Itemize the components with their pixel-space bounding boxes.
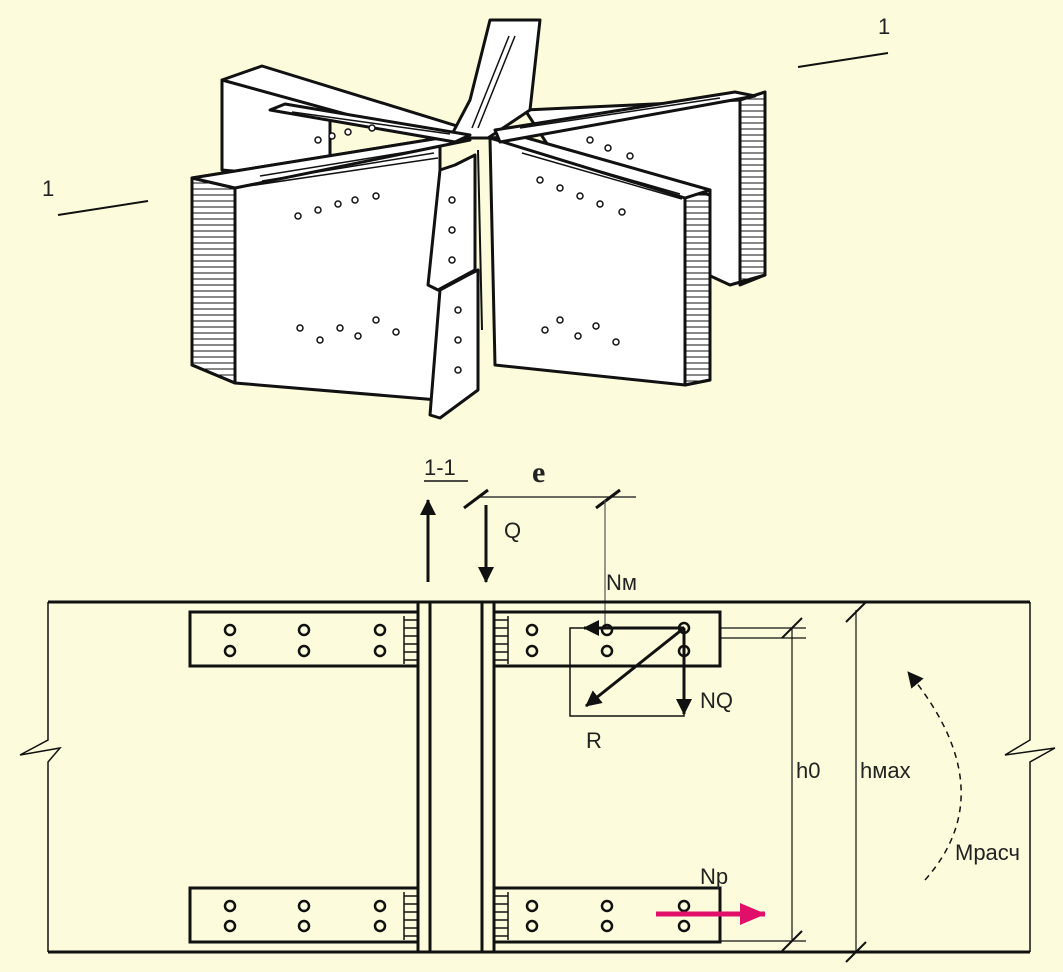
moment-force-label: Nм bbox=[606, 570, 637, 595]
max-depth-label: hмах bbox=[860, 758, 911, 783]
bolts-top-left bbox=[223, 623, 387, 658]
depth-dimensions bbox=[720, 601, 872, 963]
section-view: 1-1 Q e bbox=[19, 455, 1056, 963]
break-line-left bbox=[19, 602, 62, 952]
resultant-label: R bbox=[586, 728, 602, 753]
lower-vertical-plates bbox=[426, 149, 483, 420]
weld-top-left bbox=[403, 616, 418, 664]
cut-mark-left-label: 1 bbox=[42, 176, 54, 201]
isometric-view bbox=[190, 18, 767, 420]
effective-depth-label: h0 bbox=[796, 758, 820, 783]
front-right-beam bbox=[488, 134, 712, 387]
cut-mark-right: 1 bbox=[797, 14, 890, 68]
tension-force-label: Np bbox=[700, 864, 728, 889]
eccentricity-tick-right bbox=[595, 488, 621, 510]
cut-mark-left: 1 bbox=[42, 176, 149, 216]
back-right-flange bbox=[493, 90, 757, 144]
weld-top-right bbox=[494, 616, 509, 664]
shear-force-label: NQ bbox=[700, 688, 733, 713]
plate-bottom-left bbox=[188, 886, 420, 944]
center-column bbox=[416, 602, 496, 952]
break-line-right bbox=[1004, 602, 1056, 952]
top-vertical-plate bbox=[448, 18, 542, 140]
iso-bolt-dots bbox=[294, 124, 634, 374]
eccentricity-tick-left bbox=[463, 488, 489, 510]
bolts-top-right bbox=[525, 621, 691, 658]
weld-bottom-right bbox=[494, 892, 509, 940]
design-moment-label: Мрасч bbox=[955, 840, 1020, 865]
bolts-bottom-left bbox=[223, 899, 387, 933]
eccentricity-label: e bbox=[532, 456, 545, 489]
shear-label: Q bbox=[504, 518, 521, 543]
section-label: 1-1 bbox=[424, 455, 456, 480]
back-left-flange bbox=[268, 102, 472, 144]
design-moment-arc bbox=[907, 671, 962, 881]
bolts-bottom-right bbox=[525, 899, 691, 933]
plate-top-right bbox=[492, 610, 722, 668]
cut-mark-right-label: 1 bbox=[878, 14, 890, 39]
weld-bottom-left bbox=[403, 892, 418, 940]
plate-top-left bbox=[188, 610, 420, 668]
resultant-arrow bbox=[585, 626, 685, 708]
